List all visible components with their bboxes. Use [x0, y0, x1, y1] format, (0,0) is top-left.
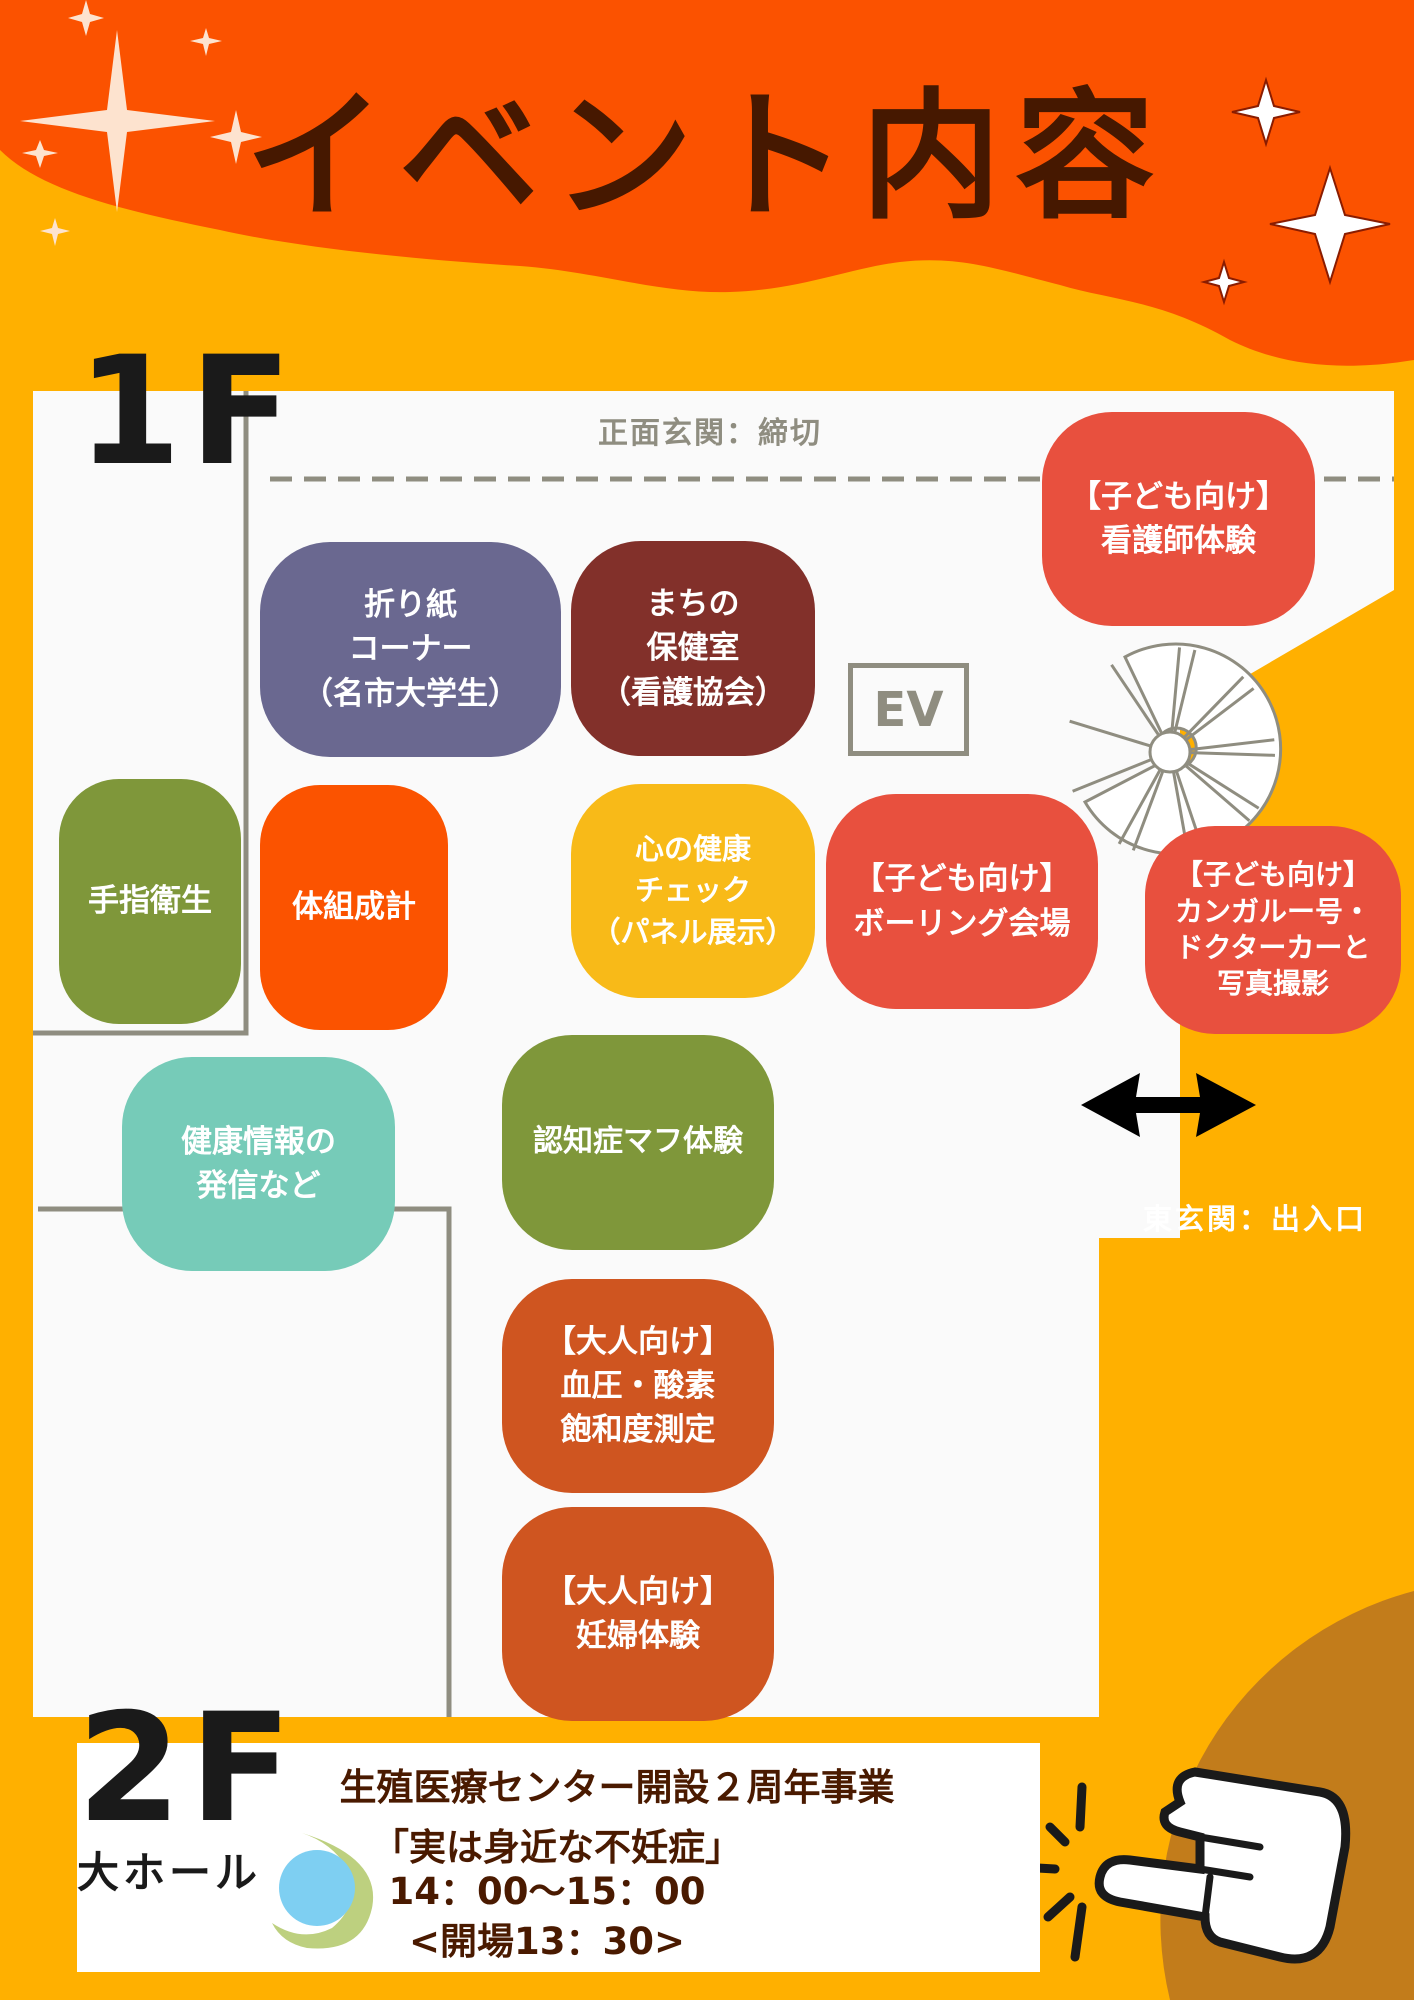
pointing-hand-icon [1015, 1767, 1351, 1964]
booth-origami: 折り紙 コーナー （名市大学生） [260, 542, 561, 757]
floor-2-info-box: 生殖医療センター開設２周年事業 「実は身近な不妊症」 14：00～15：00 <… [77, 1743, 1040, 1972]
east-entrance-label: 東玄関：出入口 [1142, 1202, 1367, 1236]
stair-step [1189, 738, 1275, 752]
stair-step [1069, 719, 1152, 748]
booth-health-info: 健康情報の 発信など [122, 1057, 395, 1271]
stair-step [1182, 675, 1245, 739]
booth-mental-health-check: 心の健康 チェック （パネル展示） [571, 784, 815, 998]
event-name: 生殖医療センター開設２周年事業 [339, 1766, 895, 1809]
booth-body-composition: 体組成計 [260, 785, 448, 1030]
event-subtitle: 「実は身近な不妊症」 [372, 1826, 742, 1869]
hall-label: 大ホール [77, 1848, 262, 1897]
stair-step [1173, 649, 1197, 733]
event-time: 14：00～15：00 [388, 1870, 706, 1913]
booth-blood-pressure: 【大人向け】 血圧・酸素 飽和度測定 [502, 1279, 774, 1493]
floor-1-label: 1F [77, 325, 300, 499]
header-wave [0, 0, 1414, 366]
booth-kangaroo-photo: 【子ども向け】 カンガルー号・ ドクターカーと 写真撮影 [1145, 826, 1401, 1034]
booth-town-health-room: まちの 保健室 （看護協会） [571, 541, 815, 756]
sparkle-icons-right [1200, 76, 1391, 306]
sparkle-icons [20, 0, 262, 246]
booth-pregnancy-experience: 【大人向け】 妊婦体験 [502, 1507, 774, 1721]
stair-step [1170, 647, 1182, 733]
stair-step [1072, 758, 1153, 793]
booth-nurse-experience: 【子ども向け】 看護師体験 [1042, 412, 1315, 626]
stair-step [1117, 768, 1162, 845]
booth-bowling: 【子ども向け】 ボーリング会場 [826, 794, 1098, 1009]
booth-dementia-muff: 認知症マフ体験 [502, 1035, 774, 1250]
elevator: EV [848, 663, 969, 756]
page-title: イベント内容 [244, 76, 1169, 239]
front-entrance-label: 正面玄関：締切 [598, 416, 822, 451]
stair-step [1110, 663, 1161, 737]
stair-step [1186, 761, 1260, 810]
booth-hand-hygiene: 手指衛生 [59, 779, 241, 1024]
center-logo [272, 1833, 374, 1949]
stair-step [1189, 751, 1275, 757]
event-doors-open: <開場13：30> [409, 1920, 685, 1963]
stair-step [1131, 770, 1165, 851]
stair-step [1184, 763, 1251, 822]
floor-2-label: 2F [77, 1682, 300, 1856]
spiral-staircase-icon [1069, 642, 1283, 856]
stair-step [1185, 687, 1255, 742]
double-arrow-icon [1081, 1073, 1256, 1137]
